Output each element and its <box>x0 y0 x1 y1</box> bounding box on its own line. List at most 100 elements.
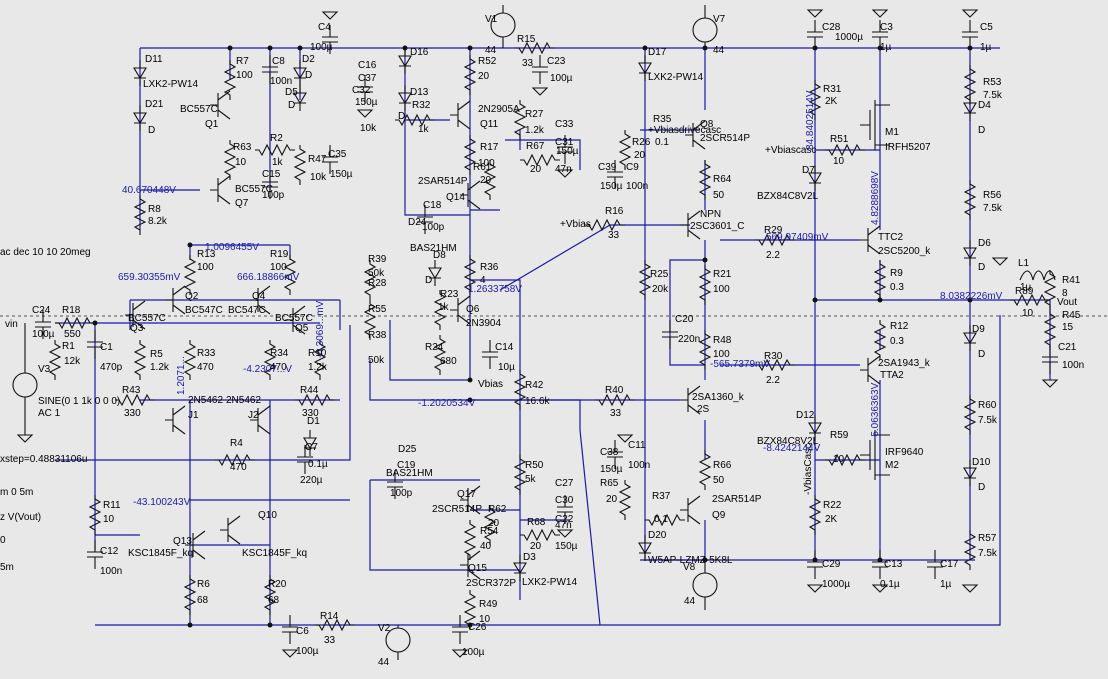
ref-label: C32 <box>352 85 371 96</box>
node-voltage: 1.2633758V <box>468 284 522 295</box>
model-label: 2N5462 <box>226 395 261 406</box>
value-label: D <box>398 111 405 122</box>
value-label: 20 <box>478 71 490 82</box>
ref-label: D11 <box>145 54 163 65</box>
value-label: D <box>978 125 985 136</box>
ref-label: C38 <box>600 447 619 458</box>
ref-label: R59 <box>830 430 849 441</box>
v2-value: 44 <box>378 657 390 668</box>
v8-value: 44 <box>684 596 696 607</box>
value-label: 470 <box>230 462 247 473</box>
value-label: 68 <box>268 595 280 606</box>
ref-label: C35 <box>328 149 347 160</box>
ref-label: C16 <box>358 60 377 71</box>
value-label: 0.1µ <box>308 459 328 470</box>
ref-label: Q1 <box>205 119 219 130</box>
value-label: 100p <box>422 222 445 233</box>
ref-label: M2 <box>885 460 899 471</box>
value-label: 20 <box>480 175 492 186</box>
ref-label: R54 <box>480 526 499 537</box>
value-label: D <box>978 262 985 273</box>
model-label: W5AP-LZMZ-5K8L <box>648 555 733 566</box>
value-label: 7.5k <box>983 90 1003 101</box>
fivem-directive: 5m <box>0 562 14 573</box>
ref-label: R68 <box>527 517 546 528</box>
ref-label: R67 <box>526 141 545 152</box>
ref-label: R52 <box>478 56 497 67</box>
ref-label: C14 <box>495 342 514 353</box>
value-label: 33 <box>610 408 622 419</box>
value-label: 1000µ <box>835 32 863 43</box>
ref-label: R21 <box>713 269 732 280</box>
value-label: 50 <box>713 475 725 486</box>
model-label: LXK2-PW14 <box>143 79 198 90</box>
value-label: D <box>978 482 985 493</box>
model-label: 2S <box>697 404 710 415</box>
value-label: 100 <box>713 284 730 295</box>
value-label: 100 <box>197 262 214 273</box>
value-label: 1k <box>418 124 430 135</box>
model-label: 2SCR514P <box>700 133 750 144</box>
ref-label: C1 <box>100 342 113 353</box>
component-labels: C4 100µ D11 LXK2-PW14 D21 D R7 100 C8 10… <box>32 14 1084 658</box>
source-ac: AC 1 <box>38 408 61 419</box>
value-label: D <box>305 70 312 81</box>
value-label: 100µ <box>32 329 55 340</box>
voltage-sources <box>12 5 718 660</box>
model-label: 2SA1943_k <box>878 358 931 369</box>
ref-label: C13 <box>884 559 903 570</box>
value-label: 7.5k <box>978 548 998 559</box>
ref-label: R63 <box>233 142 252 153</box>
value-label: 150µ <box>555 541 578 552</box>
ref-label: R60 <box>978 400 997 411</box>
ref-label: R41 <box>1062 275 1081 286</box>
ref-label: Q10 <box>258 510 277 521</box>
ref-label: C27 <box>555 478 574 489</box>
value-label: 50k <box>368 268 385 279</box>
ref-label: D1 <box>307 416 320 427</box>
ref-label: R37 <box>652 491 671 502</box>
value-label: D <box>425 275 432 286</box>
ref-label: D6 <box>978 238 991 249</box>
value-label: 150µ <box>600 181 623 192</box>
ref-label: R17 <box>480 142 499 153</box>
ref-label: J2 <box>248 410 259 421</box>
model-label: IRF9640 <box>885 447 924 458</box>
model-label: BC557C <box>180 104 218 115</box>
value-label: 100µ <box>462 647 485 658</box>
model-label: LXK2-PW14 <box>648 72 703 83</box>
directive-labels: ac dec 10 10 20meg xstep=0.48831106u m 0… <box>0 247 120 573</box>
model-label: 2SC3601_C <box>690 221 744 232</box>
value-label: 100 <box>236 70 253 81</box>
ref-label: Q2 <box>185 291 199 302</box>
ref-label: R14 <box>320 611 339 622</box>
source-sine: SINE(0 1 1k 0 0 0) <box>38 396 120 407</box>
ref-label: C22 <box>555 514 574 525</box>
net-labels: vin Vout +Vbias Vbias +Vbiascasc +Vbiasd… <box>5 45 1077 668</box>
ref-label: D12 <box>796 410 815 421</box>
value-label: 50 <box>713 190 725 201</box>
model-label: IRFH5207 <box>885 142 931 153</box>
value-label: 40 <box>480 541 492 552</box>
value-label: 100µ <box>296 646 319 657</box>
ref-label: R43 <box>122 385 141 396</box>
ref-label: V2 <box>378 623 391 634</box>
ref-label: C4 <box>318 22 331 33</box>
value-label: 16.6k <box>525 396 550 407</box>
ref-label: R22 <box>823 500 842 511</box>
ref-label: C26 <box>468 622 487 633</box>
ref-label: Q8 <box>700 119 714 130</box>
net-vbias-plain: Vbias <box>478 379 503 390</box>
net-vout: Vout <box>1057 297 1077 308</box>
ref-label: R65 <box>600 478 619 489</box>
ref-label: V7 <box>713 14 726 25</box>
ref-label: R9 <box>890 268 903 279</box>
v7-value: 44 <box>713 45 725 56</box>
value-label: 100n <box>626 181 648 192</box>
ref-label: C39 <box>598 162 617 173</box>
value-label: 50k <box>368 355 385 366</box>
value-label: 100 <box>478 158 495 169</box>
value-label: 10 <box>1022 308 1034 319</box>
